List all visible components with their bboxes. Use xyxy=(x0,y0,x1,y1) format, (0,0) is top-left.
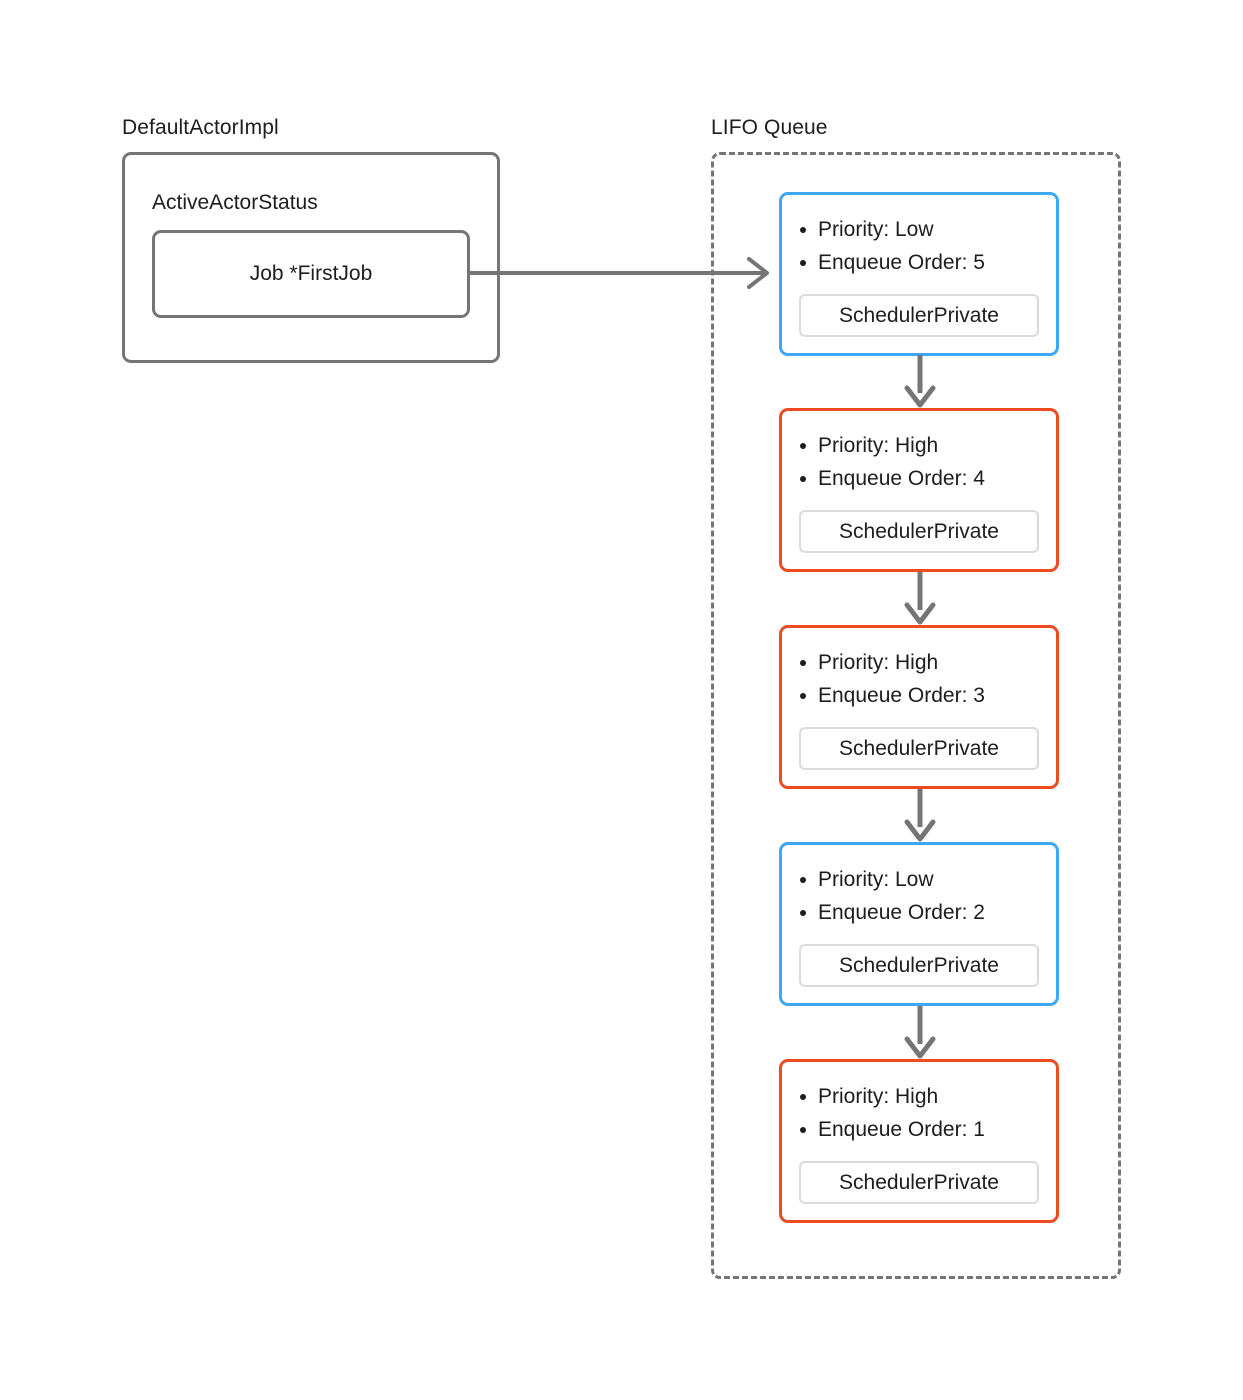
scheduler-private-box: SchedulerPrivate xyxy=(799,294,1039,337)
node-attribute-list: Priority: High Enqueue Order: 3 xyxy=(782,628,1056,712)
lifo-queue-label: LIFO Queue xyxy=(711,116,828,139)
scheduler-private-label: SchedulerPrivate xyxy=(839,519,999,543)
scheduler-private-label: SchedulerPrivate xyxy=(839,1170,999,1194)
queue-node[interactable]: Priority: Low Enqueue Order: 2 Scheduler… xyxy=(779,842,1059,1006)
scheduler-private-box: SchedulerPrivate xyxy=(799,944,1039,987)
node-attribute-list: Priority: Low Enqueue Order: 5 xyxy=(782,195,1056,279)
node-attribute-list: Priority: High Enqueue Order: 4 xyxy=(782,411,1056,495)
scheduler-private-label: SchedulerPrivate xyxy=(839,736,999,760)
node-priority: Priority: Low xyxy=(800,213,1056,246)
node-attribute-list: Priority: Low Enqueue Order: 2 xyxy=(782,845,1056,929)
scheduler-private-label: SchedulerPrivate xyxy=(839,303,999,327)
node-enqueue-order: Enqueue Order: 3 xyxy=(800,679,1056,712)
node-attribute-list: Priority: High Enqueue Order: 1 xyxy=(782,1062,1056,1146)
node-priority: Priority: High xyxy=(800,1080,1056,1113)
lifo-queue-container xyxy=(711,152,1121,1279)
node-priority: Priority: High xyxy=(800,646,1056,679)
node-enqueue-order: Enqueue Order: 1 xyxy=(800,1113,1056,1146)
first-job-label: Job *FirstJob xyxy=(249,262,373,285)
node-enqueue-order: Enqueue Order: 5 xyxy=(800,246,1056,279)
scheduler-private-box: SchedulerPrivate xyxy=(799,510,1039,553)
default-actor-impl-label: DefaultActorImpl xyxy=(122,116,279,139)
scheduler-private-label: SchedulerPrivate xyxy=(839,953,999,977)
first-job-box: Job *FirstJob xyxy=(152,230,470,318)
active-actor-status-label: ActiveActorStatus xyxy=(152,191,318,214)
node-priority: Priority: High xyxy=(800,429,1056,462)
scheduler-private-box: SchedulerPrivate xyxy=(799,727,1039,770)
queue-node[interactable]: Priority: High Enqueue Order: 4 Schedule… xyxy=(779,408,1059,572)
queue-node[interactable]: Priority: Low Enqueue Order: 5 Scheduler… xyxy=(779,192,1059,356)
node-enqueue-order: Enqueue Order: 4 xyxy=(800,462,1056,495)
scheduler-private-box: SchedulerPrivate xyxy=(799,1161,1039,1204)
queue-node[interactable]: Priority: High Enqueue Order: 3 Schedule… xyxy=(779,625,1059,789)
node-priority: Priority: Low xyxy=(800,863,1056,896)
node-enqueue-order: Enqueue Order: 2 xyxy=(800,896,1056,929)
queue-node[interactable]: Priority: High Enqueue Order: 1 Schedule… xyxy=(779,1059,1059,1223)
